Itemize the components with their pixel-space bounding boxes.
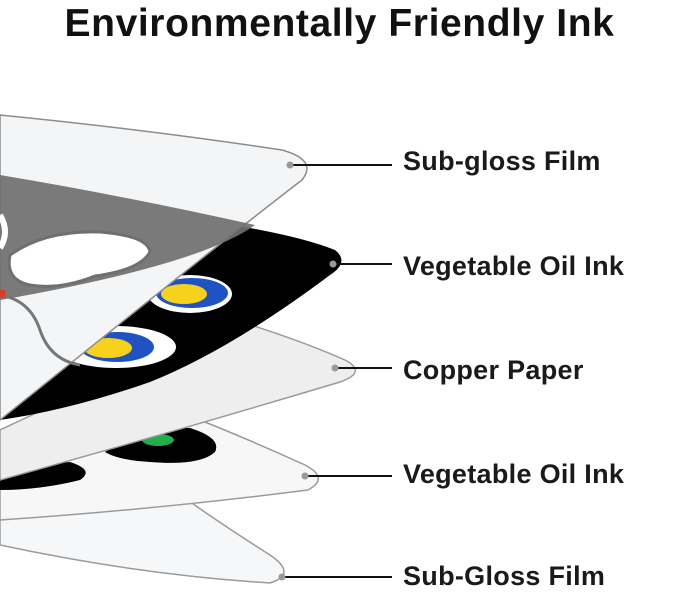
label-bottom-ink: Vegetable Oil Ink [403, 459, 625, 489]
page-title: Environmentally Friendly Ink [64, 2, 615, 45]
leader-dot-top-ink [329, 260, 337, 268]
paper-layer [0, 319, 356, 481]
label-paper: Copper Paper [403, 355, 584, 385]
label-top-ink: Vegetable Oil Ink [403, 251, 625, 281]
top-film-layer [0, 114, 308, 421]
leader-dot-top-film [286, 161, 294, 169]
leader-dot-bottom-ink [301, 472, 309, 480]
label-bottom-film: Sub-Gloss Film [403, 561, 606, 591]
leader-lines [278, 161, 392, 581]
label-top-film: Sub-gloss Film [403, 146, 601, 176]
bottom-film-layer [0, 497, 285, 584]
leader-dot-paper [331, 364, 339, 372]
leader-dot-bottom-film [278, 573, 286, 581]
